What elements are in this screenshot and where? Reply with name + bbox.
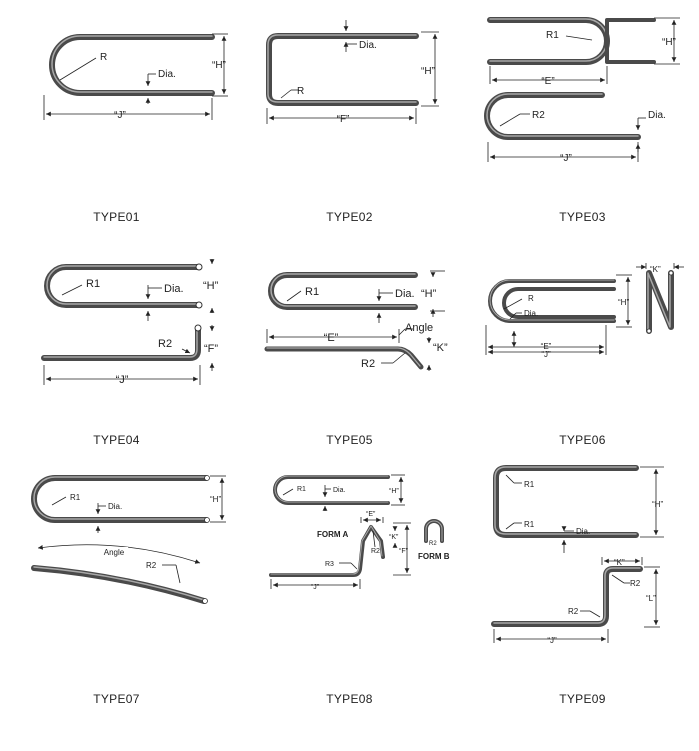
type03-r1-label: R1 — [546, 30, 559, 41]
type02-r-label: R — [297, 86, 304, 97]
type08-diagram: “H” R1 Dia. “E” FORM A “K” R2 “F” R2 FOR… — [269, 474, 450, 591]
type01-cell: “H” R Dia. “J” TYPE01 — [0, 0, 233, 230]
type07-h-label: “H” — [210, 495, 221, 504]
type08-r2b-label: R2 — [429, 541, 437, 547]
type05-e-label: “E” — [324, 332, 339, 344]
type01-j-label: “J” — [114, 110, 126, 121]
type09-r2a-label: R2 — [630, 579, 641, 588]
type02-h-label: “H” — [421, 66, 435, 77]
type07-r2-label: R2 — [146, 561, 157, 570]
type02-cell: Dia. “H” R “F” TYPE02 — [233, 0, 466, 230]
type08-cell: “H” R1 Dia. “E” FORM A “K” R2 “F” R2 FOR… — [233, 465, 466, 706]
type08-r2-label: R2 — [371, 548, 380, 555]
type04-j-label: “J” — [116, 374, 129, 386]
type02-dia-label: Dia. — [359, 40, 377, 51]
type04-r1-label: R1 — [86, 278, 100, 290]
type03-cell: “H” R1 “E” R2 Dia. “J” TYPE03 — [466, 0, 699, 230]
type03-h-label: “H” — [662, 37, 676, 48]
type09-r2b-label: R2 — [568, 607, 579, 616]
type04-caption: TYPE04 — [93, 433, 140, 447]
type08-j-label: “J” — [311, 584, 320, 591]
type05-caption: TYPE05 — [326, 433, 373, 447]
type02-f-label: “F” — [337, 114, 350, 125]
type09-dia-label: Dia. — [576, 527, 590, 536]
type04-diagram: “H” R1 Dia. “F” R2 “J” — [41, 259, 219, 386]
type05-diagram: “H” R1 Dia. “E” Angle “K” R2 — [264, 270, 448, 371]
type08-form-a-label: FORM A — [317, 530, 348, 539]
type09-diagram: “H” R1 R1 Dia. “K” R2 “L” R2 “J” — [491, 465, 664, 645]
type08-e-label: “E” — [366, 511, 376, 518]
type04-f-label: “F” — [204, 343, 218, 355]
type02-diagram: Dia. “H” R “F” — [266, 20, 439, 125]
type07-angle-label: Angle — [104, 548, 125, 557]
type09-j-label: “J” — [547, 636, 557, 645]
type01-dia-label: Dia. — [158, 69, 176, 80]
type06-e-label: “E” — [541, 342, 552, 351]
type01-h-label: “H” — [212, 60, 226, 71]
type08-caption: TYPE08 — [326, 692, 373, 706]
type09-l-label: “L” — [646, 594, 656, 603]
type09-k-label: “K” — [614, 558, 625, 567]
type05-r1-label: R1 — [305, 286, 319, 298]
type06-caption: TYPE06 — [559, 433, 606, 447]
type03-r2-label: R2 — [532, 110, 545, 121]
type07-diagram: “H” R1 Dia. Angle R2 — [31, 475, 226, 604]
type04-h-label: “H” — [203, 280, 219, 292]
type06-dia-label: Dia. — [524, 309, 538, 318]
type07-cell: “H” R1 Dia. Angle R2 TYPE07 — [0, 465, 233, 706]
type04-dia-label: Dia. — [164, 283, 184, 295]
type09-cell: “H” R1 R1 Dia. “K” R2 “L” R2 “J” TYPE09 — [466, 465, 699, 706]
type08-r1-label: R1 — [297, 486, 306, 493]
type06-diagram: “K” “H” R Dia. “E” “J” — [485, 263, 684, 359]
type04-cell: “H” R1 Dia. “F” R2 “J” TYPE04 — [0, 245, 233, 465]
type09-caption: TYPE09 — [559, 692, 606, 706]
type06-h-label: “H” — [618, 298, 629, 307]
type05-angle-label: Angle — [405, 322, 433, 334]
type02-caption: TYPE02 — [326, 210, 373, 224]
type05-h-label: “H” — [421, 288, 437, 300]
type07-r1-label: R1 — [70, 493, 81, 502]
type01-diagram: “H” R Dia. “J” — [43, 33, 228, 121]
type08-dia-label: Dia. — [333, 487, 346, 494]
type06-r-label: R — [528, 294, 534, 303]
type07-caption: TYPE07 — [93, 692, 140, 706]
type03-caption: TYPE03 — [559, 210, 606, 224]
type07-dia-label: Dia. — [108, 502, 122, 511]
type08-r3-label: R3 — [325, 561, 334, 568]
type08-f-label: “F” — [399, 548, 409, 555]
type09-r1b-label: R1 — [524, 520, 535, 529]
type09-h-label: “H” — [652, 500, 663, 509]
type06-k-label: “K” — [650, 265, 661, 274]
type08-form-b-label: FORM B — [418, 552, 450, 561]
type03-dia-label: Dia. — [648, 110, 666, 121]
type03-e-label: “E” — [541, 76, 554, 87]
type01-caption: TYPE01 — [93, 210, 140, 224]
type06-j-label: “J” — [541, 350, 551, 359]
type01-r-label: R — [100, 52, 107, 63]
type08-k-label: “K” — [389, 534, 399, 541]
type03-j-label: “J” — [560, 153, 572, 164]
type05-cell: “H” R1 Dia. “E” Angle “K” R2 TYPE05 — [233, 245, 466, 465]
type05-k-label: “K” — [433, 342, 448, 354]
type05-r2-label: R2 — [361, 358, 375, 370]
type08-h-label: “H” — [389, 488, 399, 495]
type06-cell: “K” “H” R Dia. “E” “J” TYPE06 — [466, 245, 699, 465]
type09-r1a-label: R1 — [524, 480, 535, 489]
type04-r2-label: R2 — [158, 338, 172, 350]
type05-dia-label: Dia. — [395, 288, 415, 300]
type03-diagram: “H” R1 “E” R2 Dia. “J” — [484, 17, 680, 164]
